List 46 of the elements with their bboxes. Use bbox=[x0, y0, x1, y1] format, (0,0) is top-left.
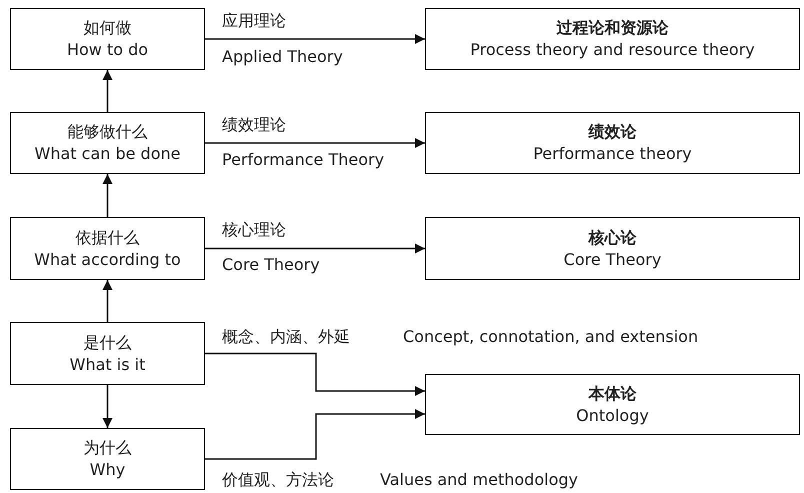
box-heading: 能够做什么 bbox=[68, 121, 148, 143]
box-heading: 依据什么 bbox=[76, 226, 140, 248]
arrow bbox=[205, 138, 425, 148]
process-box bbox=[10, 217, 205, 280]
arrow bbox=[205, 244, 425, 254]
box-heading: 绩效论 bbox=[588, 121, 636, 143]
arrow bbox=[205, 34, 425, 44]
box-subtitle: How to do bbox=[66, 39, 148, 61]
arrow bbox=[102, 280, 112, 322]
translation-label: Applied Theory bbox=[222, 46, 343, 68]
edge-label: 核心理论 bbox=[222, 219, 286, 241]
arrow bbox=[205, 409, 425, 460]
arrow bbox=[102, 385, 112, 428]
process-box bbox=[10, 322, 205, 385]
box-subtitle: What can be done bbox=[34, 143, 180, 165]
box-heading: 本体论 bbox=[588, 382, 636, 404]
box-heading: 核心论 bbox=[588, 226, 636, 248]
edge-label: 价值观、方法论 bbox=[222, 469, 334, 491]
box-subtitle: What according to bbox=[34, 248, 181, 270]
box-heading: 如何做 bbox=[84, 17, 132, 39]
arrow bbox=[205, 352, 425, 396]
process-box bbox=[425, 374, 800, 435]
process-box bbox=[10, 428, 205, 490]
edge-label: 绩效理论 bbox=[222, 114, 286, 136]
process-box bbox=[425, 217, 800, 280]
box-subtitle: What is it bbox=[70, 354, 146, 376]
box-subtitle: Ontology bbox=[576, 404, 649, 426]
translation-label: Values and methodology bbox=[380, 469, 578, 491]
translation-label: Performance Theory bbox=[222, 149, 384, 171]
translation-label: Core Theory bbox=[222, 254, 320, 276]
process-box bbox=[425, 8, 800, 70]
box-subtitle: Performance theory bbox=[533, 143, 692, 165]
process-box bbox=[425, 112, 800, 174]
process-box bbox=[10, 112, 205, 174]
arrow bbox=[102, 70, 112, 112]
box-subtitle: Process theory and resource theory bbox=[470, 39, 755, 61]
box-heading: 为什么 bbox=[84, 437, 132, 459]
edge-label: 概念、内涵、外延 bbox=[222, 326, 350, 348]
process-box bbox=[10, 8, 205, 70]
arrow bbox=[102, 174, 112, 217]
edge-label: 应用理论 bbox=[222, 10, 286, 32]
box-subtitle: Why bbox=[90, 459, 126, 481]
box-subtitle: Core Theory bbox=[564, 248, 662, 270]
translation-label: Concept, connotation, and extension bbox=[403, 326, 698, 348]
box-heading: 是什么 bbox=[84, 332, 132, 354]
box-heading: 过程论和资源论 bbox=[556, 17, 668, 39]
